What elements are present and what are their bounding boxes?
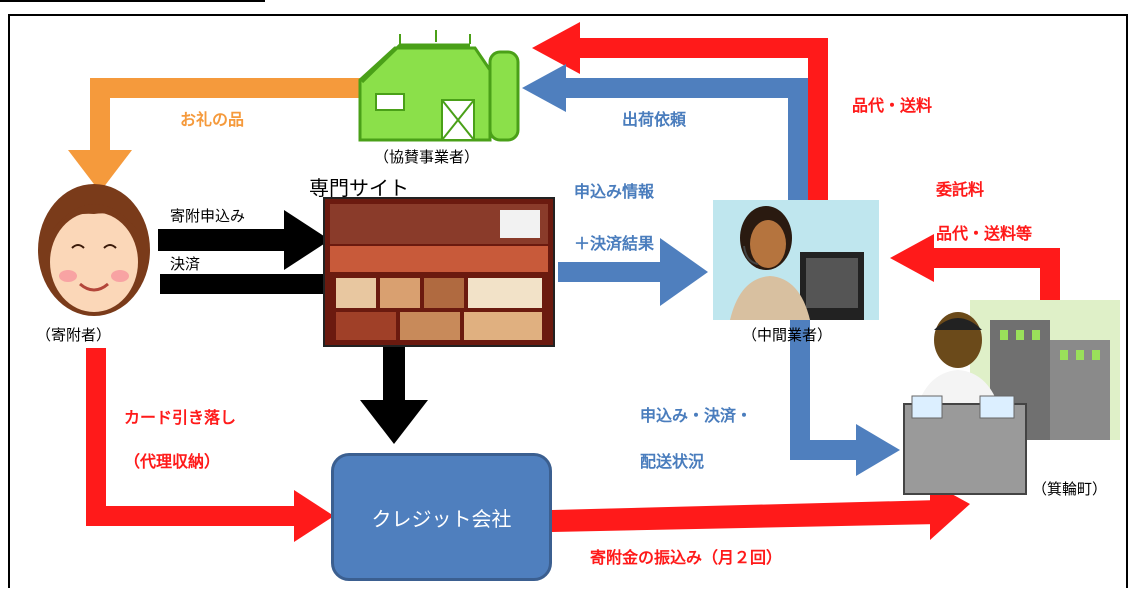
status-label-2: 配送状況: [640, 452, 705, 471]
card-arrow: [86, 348, 334, 542]
furikomi-label: 寄附金の振込み（月２回）: [590, 548, 783, 567]
info-arrow: [558, 238, 708, 306]
barn-icon: [358, 30, 520, 142]
kifu-moshikomi-label: 寄附申込み: [170, 207, 246, 225]
furikomi-arrow: [552, 482, 970, 540]
shukka-label: 出荷依頼: [622, 110, 687, 129]
credit-company-label: クレジット会社: [371, 506, 512, 531]
town-label: （箕輪町）: [1032, 480, 1108, 498]
diagram-frame: [8, 14, 1128, 588]
shinadai-top-arrow: [532, 22, 828, 200]
moshikomi-info-label: 申込み情報: [574, 182, 655, 201]
farm-label: （協賛事業者）: [374, 148, 480, 166]
kessai-kekka-label: ＋決済結果: [574, 234, 655, 253]
town-official-icon: [903, 300, 1120, 495]
operator-icon: [713, 200, 879, 320]
middle-label: （中間業者）: [742, 326, 833, 344]
site-title: 専門サイト: [309, 176, 409, 200]
itakuryo-label: 委託料: [936, 180, 985, 199]
site-screenshot: [323, 197, 555, 347]
shinadai-town-label: 品代・送料等: [936, 224, 1033, 243]
site-credit-arrow: [360, 345, 428, 444]
shinadai-top-label: 品代・送料: [852, 96, 933, 115]
kifu-arrow: [158, 210, 330, 270]
donor-icon: [38, 184, 150, 316]
kessai-label: 決済: [170, 255, 201, 273]
credit-company-box: クレジット会社: [331, 453, 552, 581]
status-arrow: [790, 320, 900, 476]
orei-label: お礼の品: [180, 110, 245, 129]
card-label: カード引き落し: [124, 408, 237, 427]
top-rule: [0, 0, 265, 2]
kessai-arrow: [160, 274, 328, 294]
shukka-arrow: [522, 64, 808, 200]
dairi-label: （代理収納）: [124, 452, 221, 471]
status-label-1: 申込み・決済・: [640, 406, 753, 425]
orei-arrow: [68, 78, 360, 192]
itaku-arrow: [890, 234, 1060, 310]
donor-label: （寄附者）: [36, 326, 112, 344]
